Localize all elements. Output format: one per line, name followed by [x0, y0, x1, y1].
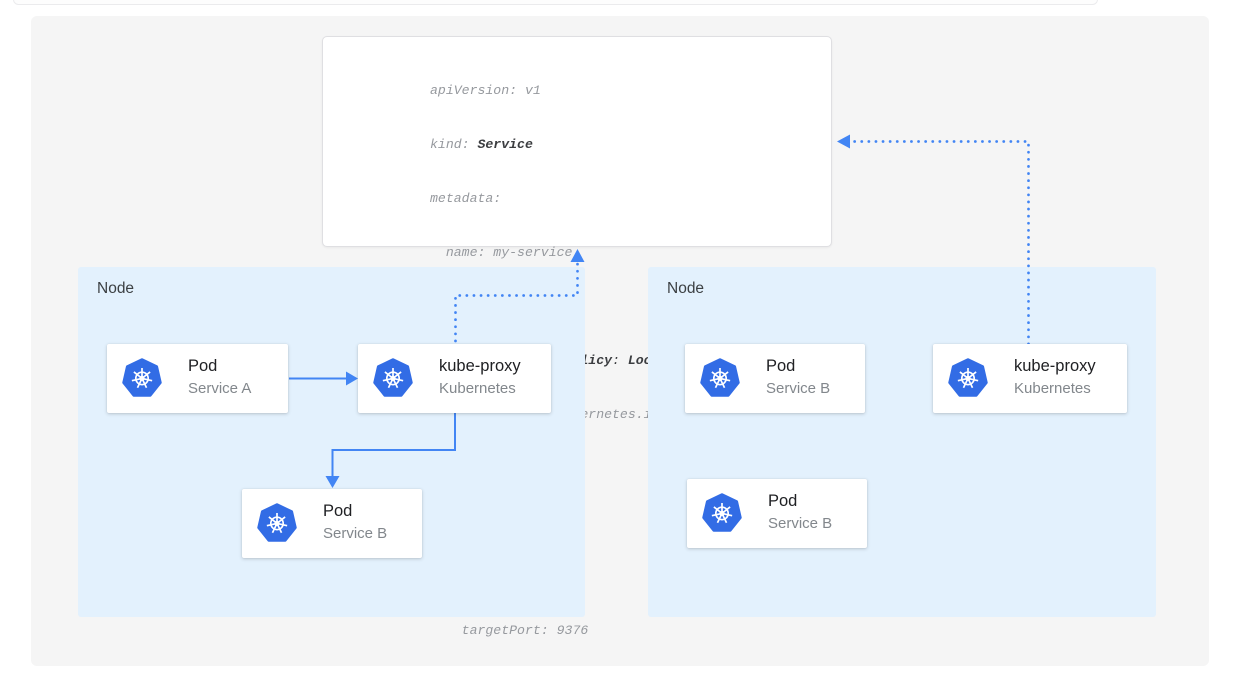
kubernetes-logo-icon: [702, 493, 742, 533]
pod-service-b-card-right-bottom: Pod Service B: [687, 479, 867, 548]
card-title: Pod: [768, 492, 798, 510]
pod-service-a-card: Pod Service A: [107, 344, 288, 413]
kubernetes-logo-icon: [948, 358, 988, 398]
card-title: Pod: [766, 357, 796, 375]
card-title: kube-proxy: [439, 357, 521, 375]
kube-proxy-card-right: kube-proxy Kubernetes: [933, 344, 1127, 413]
card-title: kube-proxy: [1014, 357, 1096, 375]
node-label: Node: [97, 280, 135, 297]
yaml-line-kind: kind: Service: [430, 137, 533, 152]
top-divider: [13, 0, 1098, 5]
node-label: Node: [667, 280, 705, 297]
kubernetes-logo-icon: [257, 503, 297, 543]
card-subtitle: Service B: [768, 515, 833, 532]
card-subtitle: Kubernetes: [1014, 380, 1091, 397]
service-yaml-card: apiVersion: v1 kind: Service metadata: n…: [322, 36, 832, 638]
kubernetes-logo-icon: [373, 358, 413, 398]
kubernetes-logo-icon: [122, 358, 162, 398]
card-subtitle: Kubernetes: [439, 380, 516, 397]
pod-service-b-card-left: Pod Service B: [242, 489, 422, 558]
yaml-line-targetport: targetPort: 9376: [430, 623, 589, 638]
node-left: Node: [78, 267, 585, 617]
pod-service-b-card-right-top: Pod Service B: [685, 344, 865, 413]
yaml-line-name: name: my-service: [430, 245, 573, 260]
kubernetes-logo-icon: [700, 358, 740, 398]
card-subtitle: Service A: [188, 380, 252, 397]
card-subtitle: Service B: [323, 525, 388, 542]
node-right: Node: [648, 267, 1156, 617]
card-subtitle: Service B: [766, 380, 831, 397]
card-title: Pod: [323, 502, 353, 520]
kube-proxy-card-left: kube-proxy Kubernetes: [358, 344, 551, 413]
yaml-line-apiversion: apiVersion: v1: [430, 83, 541, 98]
card-title: Pod: [188, 357, 218, 375]
yaml-line-metadata: metadata:: [430, 191, 502, 206]
